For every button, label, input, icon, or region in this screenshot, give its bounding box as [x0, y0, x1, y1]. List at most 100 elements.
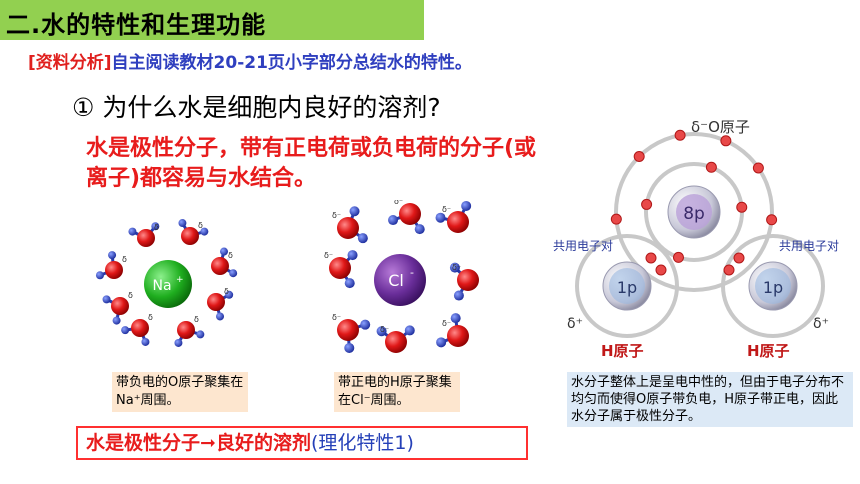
oxygen-atom — [211, 257, 229, 275]
subtitle-text: 自主阅读教材20-21页小字部分总结水的特性。 — [111, 53, 472, 73]
hydrogen-atom — [174, 338, 183, 347]
answer-text: 水是极性分子，带有正电荷或负电荷的分子(或离子)都容易与水结合。 — [86, 136, 537, 191]
electron — [672, 251, 684, 263]
hydrogen-atom — [360, 319, 371, 330]
section-header-bar: 二.水的特性和生理功能 — [0, 0, 424, 40]
hydrogen-atom — [344, 278, 355, 289]
hydrogen-atom — [112, 316, 121, 325]
o-nucleus-label: 8p — [683, 204, 705, 224]
section-title: 二.水的特性和生理功能 — [6, 11, 267, 39]
h-left-shell — [575, 234, 679, 338]
shared-pair-left-label: 共用电子对 — [553, 239, 613, 253]
cl-hydration-diagram: δ⁻ δ⁻ δ⁻ δ⁻ δ⁻ δ⁻ δ⁻ δ⁻ Cl - — [324, 200, 479, 353]
electron — [674, 129, 686, 141]
o-outer-shell — [614, 132, 774, 292]
na-hydration-diagram: δ δ δ δ δ δ δ δ Na + — [95, 219, 238, 347]
delta-label: δ — [148, 313, 153, 322]
hydrogen-atom — [376, 326, 387, 337]
water-molecule: δ — [95, 251, 127, 280]
electron — [633, 151, 645, 163]
delta-label: δ⁻ — [394, 200, 403, 206]
water-molecule: δ — [178, 219, 209, 245]
oxygen-atom — [447, 325, 469, 347]
hydrogen-atom — [344, 342, 355, 353]
shared-pair-right-label: 共用电子对 — [779, 239, 839, 253]
electron — [723, 264, 735, 276]
delta-plus-right: δ⁺ — [813, 316, 829, 332]
question-text: ① 为什么水是细胞内良好的溶剂? — [72, 93, 441, 122]
hydrogen-atom — [357, 233, 368, 244]
oxygen-atom — [131, 319, 149, 337]
water-molecule: δ⁻ — [388, 200, 425, 235]
hydrogen-atom — [196, 330, 205, 339]
hydrogen-atom — [141, 337, 150, 346]
water-molecule: δ⁻ — [376, 325, 415, 353]
cl-caption: 带正电的H原子聚集在Cl⁻周围。 — [334, 372, 460, 412]
water-molecule: δ — [128, 222, 160, 247]
electron — [705, 161, 717, 173]
electron — [766, 214, 778, 226]
hydrogen-atom — [108, 251, 117, 260]
oxygen-atom — [457, 269, 479, 291]
delta-label: δ⁻ — [332, 211, 341, 220]
conclusion-box: 水是极性分子➞良好的溶剂(理化特性1) — [76, 426, 528, 460]
h-right-shell — [721, 234, 825, 338]
cl-ion-charge: - — [410, 266, 414, 279]
oxygen-atom — [337, 217, 359, 239]
water-molecule: δ⁻ — [332, 313, 371, 353]
hydrogen-atom — [449, 262, 460, 273]
conclusion-part3: (理化特性1) — [310, 432, 414, 454]
hydrogen-atom — [414, 224, 425, 235]
delta-label: δ — [128, 291, 133, 300]
hydrogen-atom — [121, 326, 130, 335]
electron — [736, 201, 748, 213]
hydrogen-atom — [450, 313, 461, 324]
delta-label: δ — [122, 255, 127, 264]
oxygen-atom — [329, 257, 351, 279]
water-molecule: δ⁻ — [436, 313, 469, 348]
hydrogen-atom — [453, 290, 464, 301]
na-ion-sphere — [144, 260, 192, 308]
delta-label: δ⁻ — [442, 319, 451, 328]
hydrogen-atom — [461, 200, 472, 211]
na-ion-charge: + — [176, 275, 184, 285]
electron — [610, 213, 622, 225]
delta-label: δ — [224, 287, 229, 296]
cl-ion-label: Cl — [388, 271, 404, 290]
delta-label: δ⁻ — [452, 263, 461, 272]
oxygen-atom — [105, 261, 123, 279]
electron — [720, 135, 732, 147]
hydrogen-atom — [220, 247, 229, 256]
conclusion-arrow: ➞ — [200, 432, 216, 454]
delta-label: δ — [198, 221, 203, 230]
delta-label: δ — [228, 251, 233, 260]
h-right-nucleus-label: 1p — [763, 278, 783, 297]
water-molecule: δ⁻ — [324, 250, 358, 289]
water-molecule: δ — [102, 291, 133, 325]
oxygen-atom — [181, 227, 199, 245]
hydrogen-atom — [128, 227, 137, 236]
h-atom-label-left: H原子 — [601, 342, 644, 360]
na-ion-label: Na — [152, 278, 171, 294]
na-caption: 带负电的O原子聚集在Na⁺周围。 — [112, 372, 248, 412]
hydrogen-atom — [388, 215, 399, 226]
hydrogen-atom — [436, 337, 447, 348]
electron — [655, 264, 667, 276]
hydrogen-atom — [95, 271, 104, 280]
delta-label: δ — [154, 223, 159, 232]
oxygen-atom — [399, 203, 421, 225]
hydrogen-atom — [178, 219, 187, 228]
h-atom-label-right: H原子 — [747, 342, 790, 360]
oxygen-atom — [385, 331, 407, 353]
oxygen-atom — [447, 211, 469, 233]
delta-label: δ⁻ — [442, 205, 451, 214]
water-molecule: δ — [174, 315, 205, 347]
delta-label: δ⁻ — [332, 313, 341, 322]
hydrogen-atom — [102, 295, 111, 304]
hydrogen-atom — [347, 250, 358, 261]
conclusion-part1: 水是极性分子 — [86, 432, 201, 454]
subtitle: [资料分析]自主阅读教材20-21页小字部分总结水的特性。 — [28, 48, 472, 73]
water-molecule: δ⁻ — [449, 262, 479, 301]
conclusion-part2: 良好的溶剂 — [215, 432, 311, 454]
electron — [733, 252, 745, 264]
